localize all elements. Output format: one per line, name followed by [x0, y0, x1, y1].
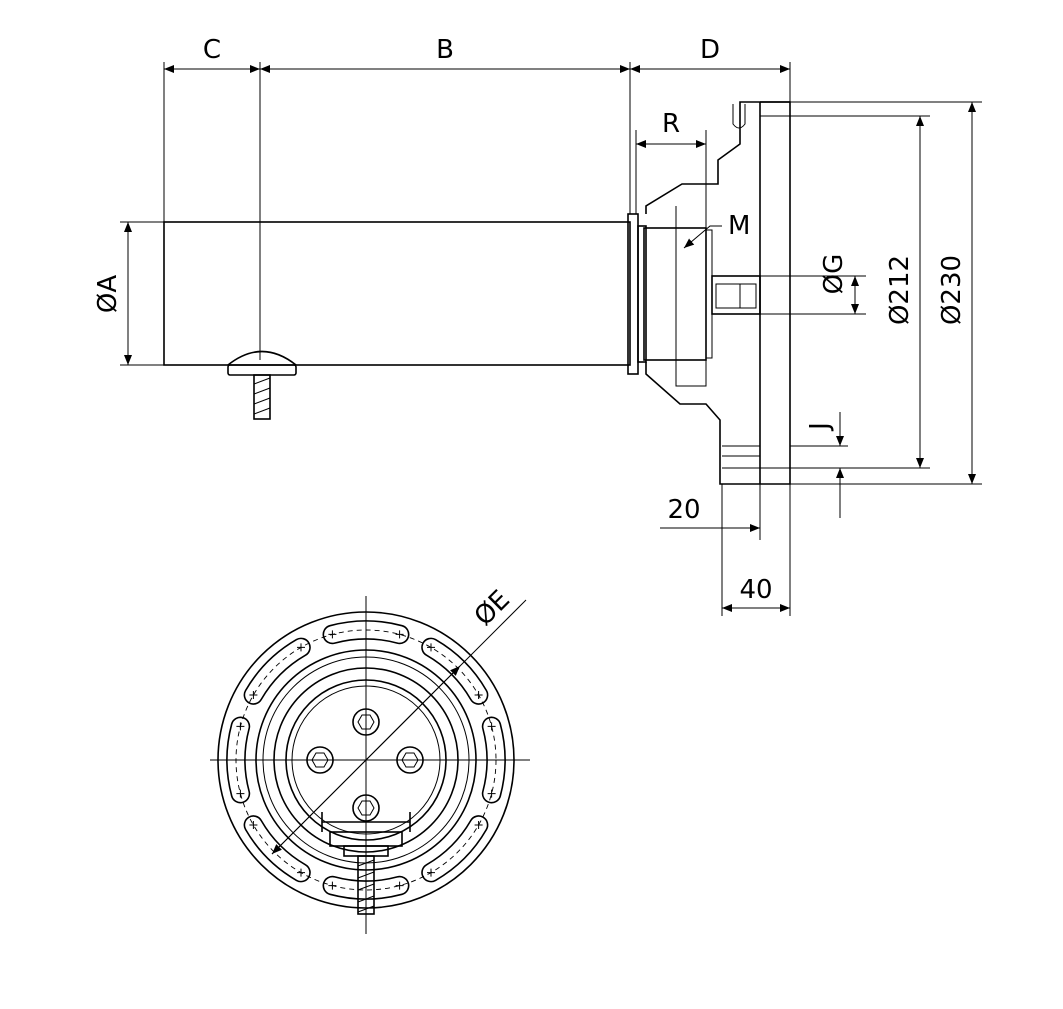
dim-label-m: M — [728, 211, 750, 241]
slot-center-mark — [427, 643, 435, 652]
slot-center-mark — [249, 691, 258, 699]
flange-slot — [421, 815, 489, 883]
front-view: ØE — [210, 585, 530, 934]
slot-center-mark — [328, 630, 337, 639]
outer-flange-circle — [217, 611, 515, 909]
slot-center-mark — [474, 691, 483, 699]
drill-bit-side — [227, 350, 297, 420]
side-view — [163, 101, 791, 485]
motor-block — [643, 227, 707, 361]
slot-center-mark — [249, 821, 258, 829]
flange-slot — [243, 815, 311, 883]
flange-slot — [481, 716, 506, 804]
flange-slot — [226, 716, 251, 804]
cylinder-body — [163, 221, 631, 366]
dim-label-b: B — [436, 35, 454, 65]
slot-center-mark — [297, 643, 305, 652]
dim-label-phi-e: ØE — [469, 585, 516, 632]
dimensions: C B D R M ØA ØG Ø212 Ø230 — [93, 35, 982, 616]
dim-label-20: 20 — [667, 495, 700, 525]
flange-slot — [322, 620, 410, 645]
screw-top — [352, 708, 380, 736]
flange-housing — [645, 101, 791, 485]
dim-label-phi-a: ØA — [93, 275, 123, 313]
slot-center-mark — [328, 881, 337, 890]
dim-label-phi-212: Ø212 — [885, 255, 915, 325]
flange-slot — [421, 637, 489, 705]
slot-center-mark — [487, 789, 496, 798]
dim-label-phi-g: ØG — [819, 254, 849, 295]
dim-label-j: J — [805, 422, 835, 432]
dim-label-d: D — [700, 35, 720, 65]
dim-label-c: C — [203, 35, 221, 65]
slot-center-mark — [236, 722, 245, 731]
screw-left — [306, 746, 334, 774]
slot-center-mark — [474, 821, 483, 829]
screw-bottom — [352, 794, 380, 822]
drill-bit-front — [357, 855, 375, 915]
flange-slots — [226, 620, 506, 900]
dim-label-40: 40 — [739, 575, 772, 605]
slot-center-mark — [395, 630, 404, 639]
flange-slot — [322, 875, 410, 900]
slot-center-mark — [395, 881, 404, 890]
slot-center-mark — [236, 789, 245, 798]
dim-label-r: R — [662, 109, 680, 139]
dim-label-phi-230: Ø230 — [937, 255, 967, 325]
slot-center-mark — [427, 868, 435, 877]
slot-center-mark — [487, 722, 496, 731]
slot-center-mark — [297, 868, 305, 877]
flange-slot — [243, 637, 311, 705]
screw-right — [396, 746, 424, 774]
shaft — [711, 275, 761, 315]
